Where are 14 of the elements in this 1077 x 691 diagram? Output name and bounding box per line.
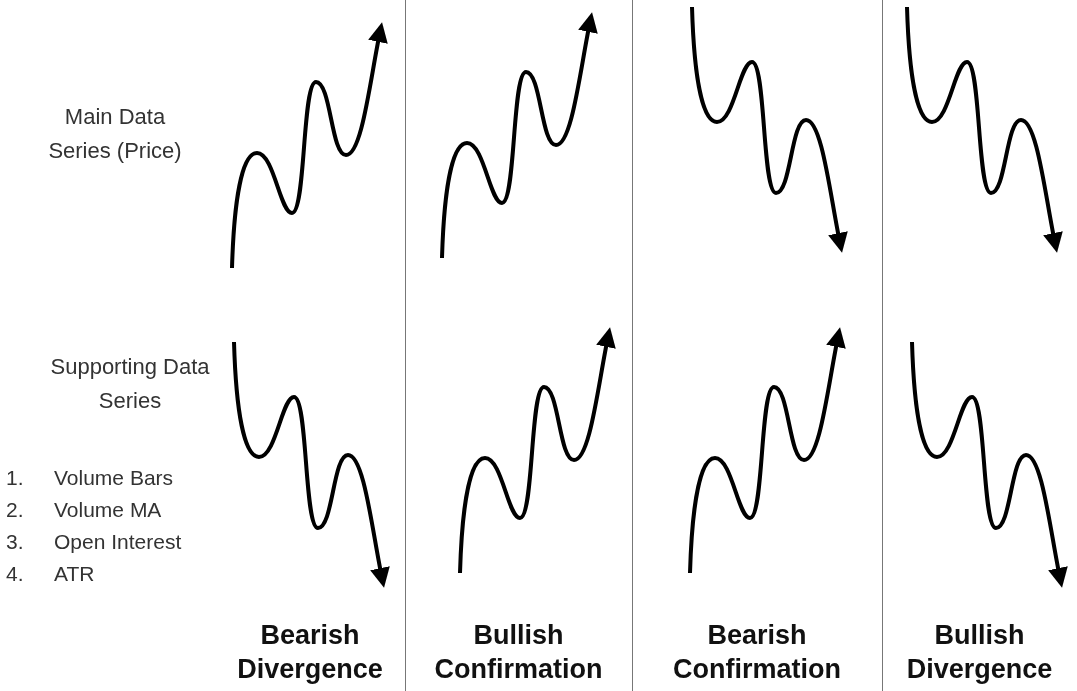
- list-number: 4.: [5, 561, 25, 587]
- column-heading: Bullish Confirmation: [433, 619, 604, 686]
- row-label: Supporting Data Series: [49, 353, 211, 415]
- list-number: 3.: [5, 529, 25, 555]
- list-item: ATR: [53, 561, 96, 587]
- column-heading: Bearish Confirmation: [672, 619, 842, 686]
- list-item: Volume Bars: [53, 465, 175, 491]
- list-item: Open Interest: [53, 529, 182, 555]
- list-number: 1.: [5, 465, 25, 491]
- column-heading: Bearish Divergence: [236, 619, 384, 686]
- list-item: Volume MA: [53, 497, 163, 523]
- column-heading: Bullish Divergence: [905, 619, 1054, 686]
- row-label: Main Data Series (Price): [47, 103, 183, 165]
- list-number: 2.: [5, 497, 25, 523]
